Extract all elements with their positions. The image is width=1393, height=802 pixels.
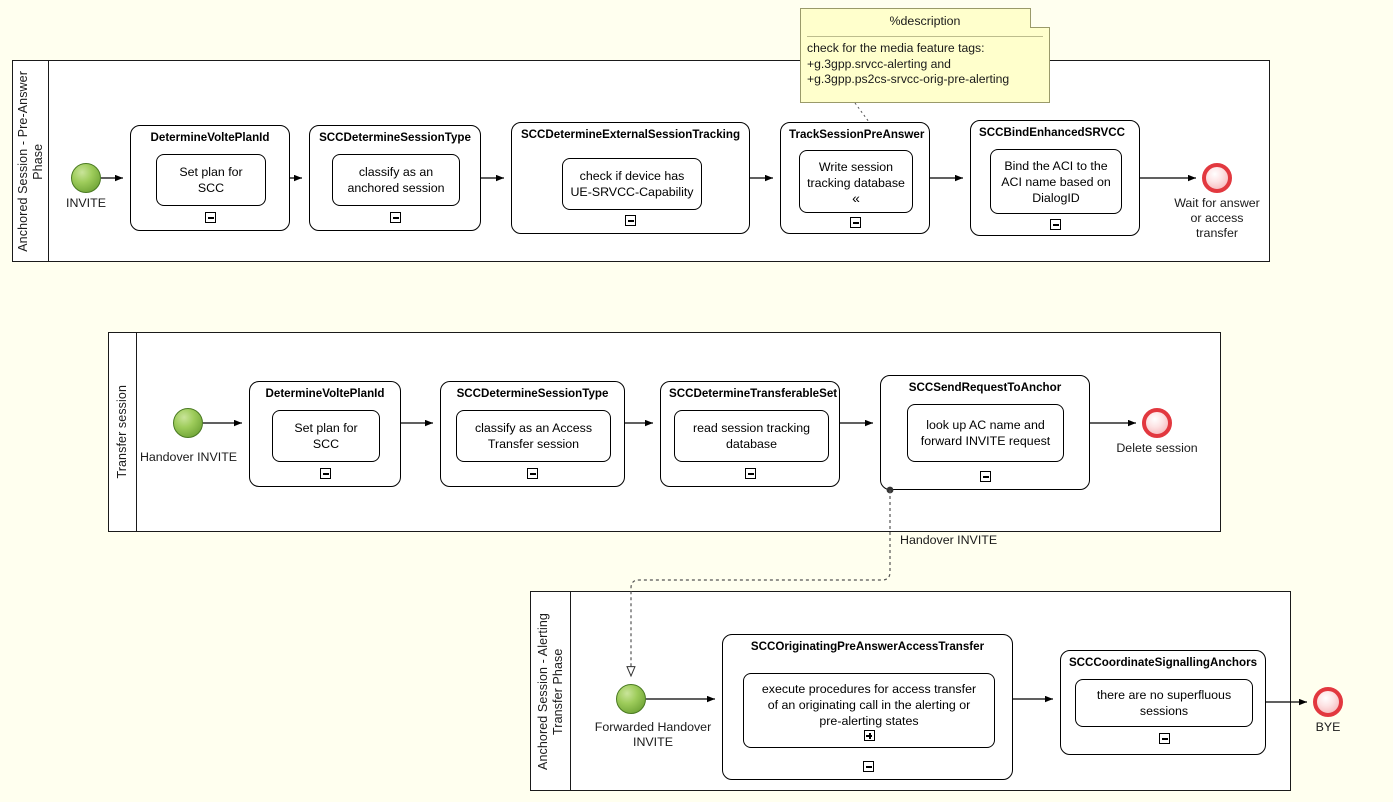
task-title: DetermineVoltePlanId	[265, 387, 385, 400]
collapse-marker[interactable]	[1159, 733, 1170, 744]
task-title: SCCBindEnhancedSRVCC	[979, 126, 1126, 139]
lane-header-lane1: Anchored Session - Pre-Answer Phase	[13, 61, 49, 261]
start-event-handover-invite[interactable]	[173, 408, 203, 438]
collapse-marker[interactable]	[863, 761, 874, 772]
lane-label-lane2: Transfer session	[115, 385, 129, 479]
end-event-wait-for-answer-label: Wait for answer or access transfer	[1174, 196, 1260, 240]
task-sccdeterminetransferableset-lane2[interactable]: SCCDetermineTransferableSet read session…	[660, 381, 840, 487]
task-inner: Bind the ACI to the ACI name based on Di…	[990, 149, 1122, 214]
task-sccbindenhancedsrvcc-lane1[interactable]: SCCBindEnhancedSRVCC Bind the ACI to the…	[970, 120, 1140, 236]
collapse-marker[interactable]	[850, 217, 861, 228]
lane-label-lane1: Anchored Session - Pre-Answer Phase	[15, 70, 45, 252]
task-inner: Write session tracking database «	[799, 150, 913, 213]
collapse-marker[interactable]	[1050, 219, 1061, 230]
start-event-forwarded-handover-invite[interactable]	[616, 684, 646, 714]
lane-label-lane3: Anchored Session - Alerting Transfer Pha…	[535, 612, 565, 770]
task-inner: read session tracking database	[674, 410, 829, 462]
task-inner-text: Set plan for SCC	[294, 421, 358, 451]
task-sccdeterminesessiontype-lane1[interactable]: SCCDetermineSessionType classify as an a…	[309, 125, 481, 231]
task-determinevolteplanid-lane2[interactable]: DetermineVoltePlanId Set plan for SCC	[249, 381, 401, 487]
task-inner-text: there are no superfluous sessions	[1096, 688, 1232, 718]
task-inner: look up AC name and forward INVITE reque…	[907, 404, 1064, 462]
start-event-invite-label: INVITE	[66, 196, 106, 210]
task-inner: Set plan for SCC	[272, 410, 380, 462]
lane-header-lane2: Transfer session	[109, 333, 137, 531]
task-determinevolteplanid-lane1[interactable]: DetermineVoltePlanId Set plan for SCC	[130, 125, 290, 231]
task-inner: classify as an anchored session	[332, 154, 460, 206]
task-inner-chevron: «	[852, 189, 860, 206]
collapse-marker[interactable]	[980, 471, 991, 482]
task-title: DetermineVoltePlanId	[150, 131, 270, 144]
start-event-handover-invite-label: Handover INVITE	[139, 450, 238, 464]
collapse-marker[interactable]	[390, 212, 401, 223]
task-inner: there are no superfluous sessions	[1075, 679, 1253, 727]
note-title: %description	[889, 14, 961, 28]
end-event-wait-for-answer[interactable]	[1202, 163, 1232, 193]
collapse-marker[interactable]	[625, 215, 636, 226]
message-flow-label: Handover INVITE	[900, 533, 998, 547]
task-inner: check if device has UE-SRVCC-Capability	[562, 158, 702, 210]
note-fold-corner	[1030, 8, 1050, 28]
expand-marker[interactable]	[863, 730, 875, 741]
task-sccsendrequesttoanchor-lane2[interactable]: SCCSendRequestToAnchor look up AC name a…	[880, 375, 1090, 490]
collapse-marker[interactable]	[745, 468, 756, 479]
task-sccoriginatingpreansweraccesstransfer-lane3[interactable]: SCCOriginatingPreAnswerAccessTransfer ex…	[722, 634, 1013, 780]
task-inner-text: execute procedures for access transfer o…	[761, 682, 977, 728]
task-inner: Set plan for SCC	[156, 154, 266, 206]
task-tracksessionpreanswer-lane1[interactable]: TrackSessionPreAnswer Write session trac…	[780, 122, 930, 234]
note-body: check for the media feature tags: +g.3gp…	[807, 41, 1010, 87]
task-inner-text: Set plan for SCC	[179, 165, 243, 195]
task-title: SCCDetermineTransferableSet	[669, 387, 838, 400]
start-event-forwarded-handover-invite-label: Forwarded Handover INVITE	[594, 720, 712, 749]
collapse-marker[interactable]	[320, 468, 331, 479]
description-note: %description check for the media feature…	[800, 8, 1050, 103]
end-event-delete-session-label: Delete session	[1116, 441, 1198, 455]
lane-header-lane3: Anchored Session - Alerting Transfer Pha…	[531, 592, 571, 790]
task-inner: execute procedures for access transfer o…	[743, 673, 995, 748]
task-scccoordinatesignallinganchors-lane3[interactable]: SCCCoordinateSignallingAnchors there are…	[1060, 650, 1266, 755]
task-title: SCCDetermineExternalSessionTracking	[520, 128, 741, 141]
task-inner-text: read session tracking database	[692, 421, 811, 451]
task-inner-text: classify as an anchored session	[347, 165, 445, 195]
task-inner-text: look up AC name and forward INVITE reque…	[920, 418, 1051, 448]
task-inner-text: Write session tracking database	[807, 159, 905, 190]
task-title: SCCOriginatingPreAnswerAccessTransfer	[750, 640, 985, 653]
task-title: TrackSessionPreAnswer	[789, 128, 925, 141]
task-inner-text: Bind the ACI to the ACI name based on Di…	[1001, 158, 1111, 205]
end-event-delete-session[interactable]	[1142, 408, 1172, 438]
task-title: SCCDetermineSessionType	[456, 387, 609, 400]
start-event-invite[interactable]	[71, 163, 101, 193]
task-title: SCCDetermineSessionType	[319, 131, 471, 144]
note-divider	[807, 36, 1043, 37]
task-inner-text: classify as an Access Transfer session	[474, 421, 593, 451]
task-inner-text: check if device has UE-SRVCC-Capability	[570, 169, 694, 199]
task-inner: classify as an Access Transfer session	[456, 410, 611, 462]
collapse-marker[interactable]	[205, 212, 216, 223]
task-title: SCCCoordinateSignallingAnchors	[1068, 656, 1258, 669]
end-event-bye[interactable]	[1313, 687, 1343, 717]
task-title: SCCSendRequestToAnchor	[908, 381, 1062, 394]
task-sccdetermineexternalsessiontracking-lane1[interactable]: SCCDetermineExternalSessionTracking chec…	[511, 122, 750, 234]
end-event-bye-label: BYE	[1315, 720, 1341, 734]
collapse-marker[interactable]	[527, 468, 538, 479]
task-sccdeterminesessiontype-lane2[interactable]: SCCDetermineSessionType classify as an A…	[440, 381, 625, 487]
